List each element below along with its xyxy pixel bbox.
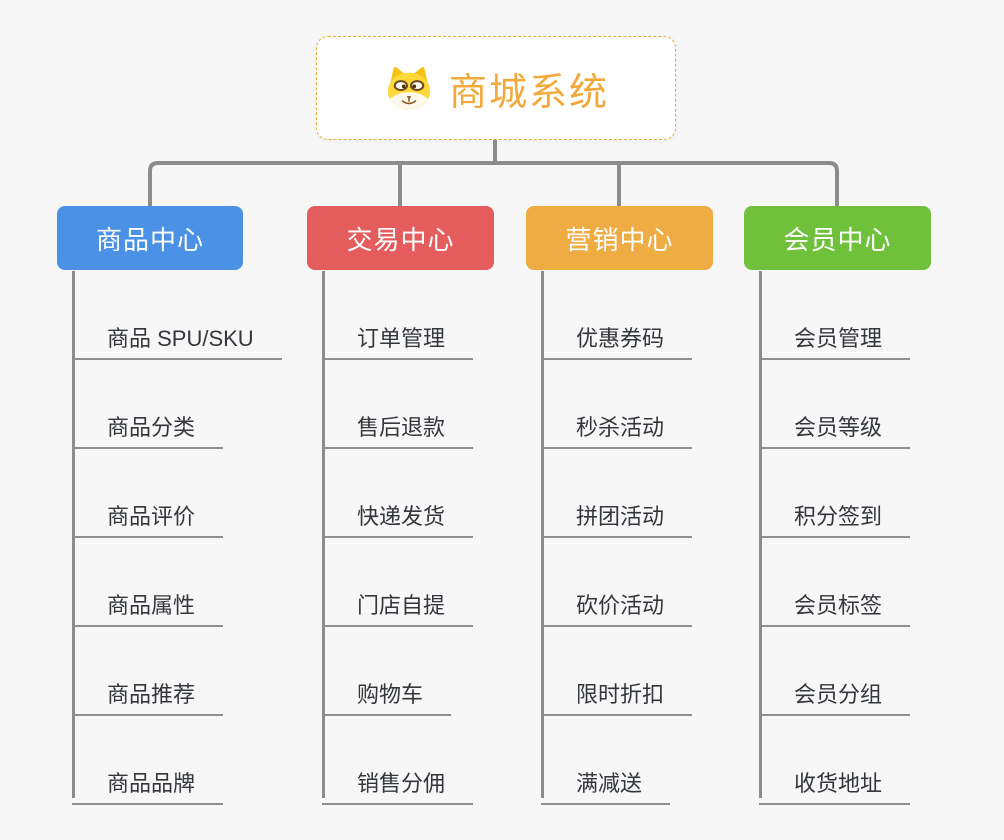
leaf-node[interactable]: 优惠券码 bbox=[541, 271, 693, 360]
leaf-node[interactable]: 限时折扣 bbox=[541, 627, 693, 716]
leaf-node[interactable]: 商品品牌 bbox=[72, 716, 224, 805]
branch-header-products[interactable]: 商品中心 bbox=[57, 206, 243, 270]
branch-column-products: 商品 SPU/SKU 商品分类 商品评价 商品属性 商品推荐 商品品牌 bbox=[72, 271, 282, 805]
branch-header-members[interactable]: 会员中心 bbox=[744, 206, 931, 270]
leaf-node[interactable]: 秒杀活动 bbox=[541, 360, 693, 449]
dog-face-icon bbox=[383, 65, 435, 111]
leaf-node[interactable]: 满减送 bbox=[541, 716, 671, 805]
branch-header-marketing[interactable]: 营销中心 bbox=[526, 206, 713, 270]
branch-spine bbox=[759, 271, 762, 798]
leaf-node[interactable]: 会员标签 bbox=[759, 538, 911, 627]
leaf-node[interactable]: 快递发货 bbox=[322, 449, 474, 538]
branch-rail-line bbox=[148, 161, 839, 206]
leaf-node[interactable]: 商品属性 bbox=[72, 538, 224, 627]
branch-spine bbox=[72, 271, 75, 798]
leaf-node[interactable]: 购物车 bbox=[322, 627, 452, 716]
leaf-node[interactable]: 商品 SPU/SKU bbox=[72, 271, 282, 360]
branch-column-members: 会员管理 会员等级 积分签到 会员标签 会员分组 收货地址 bbox=[759, 271, 911, 805]
leaf-node[interactable]: 门店自提 bbox=[322, 538, 474, 627]
leaf-node[interactable]: 订单管理 bbox=[322, 271, 474, 360]
branch-label: 会员中心 bbox=[783, 224, 892, 255]
root-title: 商城系统 bbox=[448, 71, 609, 114]
root-node[interactable]: 商城系统 bbox=[316, 36, 676, 140]
leaf-node[interactable]: 会员管理 bbox=[759, 271, 911, 360]
leaf-node[interactable]: 销售分佣 bbox=[322, 716, 474, 805]
leaf-node[interactable]: 商品评价 bbox=[72, 449, 224, 538]
branch-label: 营销中心 bbox=[565, 224, 674, 255]
leaf-node[interactable]: 会员分组 bbox=[759, 627, 911, 716]
branch-spine bbox=[541, 271, 544, 798]
leaf-node[interactable]: 商品分类 bbox=[72, 360, 224, 449]
branch-label: 交易中心 bbox=[346, 224, 455, 255]
leaf-node[interactable]: 砍价活动 bbox=[541, 538, 693, 627]
leaf-node[interactable]: 收货地址 bbox=[759, 716, 911, 805]
leaf-node[interactable]: 拼团活动 bbox=[541, 449, 693, 538]
branch-column-marketing: 优惠券码 秒杀活动 拼团活动 砍价活动 限时折扣 满减送 bbox=[541, 271, 693, 805]
leaf-node[interactable]: 售后退款 bbox=[322, 360, 474, 449]
leaf-node[interactable]: 会员等级 bbox=[759, 360, 911, 449]
leaf-node[interactable]: 积分签到 bbox=[759, 449, 911, 538]
leaf-node[interactable]: 商品推荐 bbox=[72, 627, 224, 716]
branch-spine bbox=[322, 271, 325, 798]
branch-header-trade[interactable]: 交易中心 bbox=[307, 206, 494, 270]
branch-label: 商品中心 bbox=[95, 224, 204, 255]
branch-column-trade: 订单管理 售后退款 快递发货 门店自提 购物车 销售分佣 bbox=[322, 271, 474, 805]
